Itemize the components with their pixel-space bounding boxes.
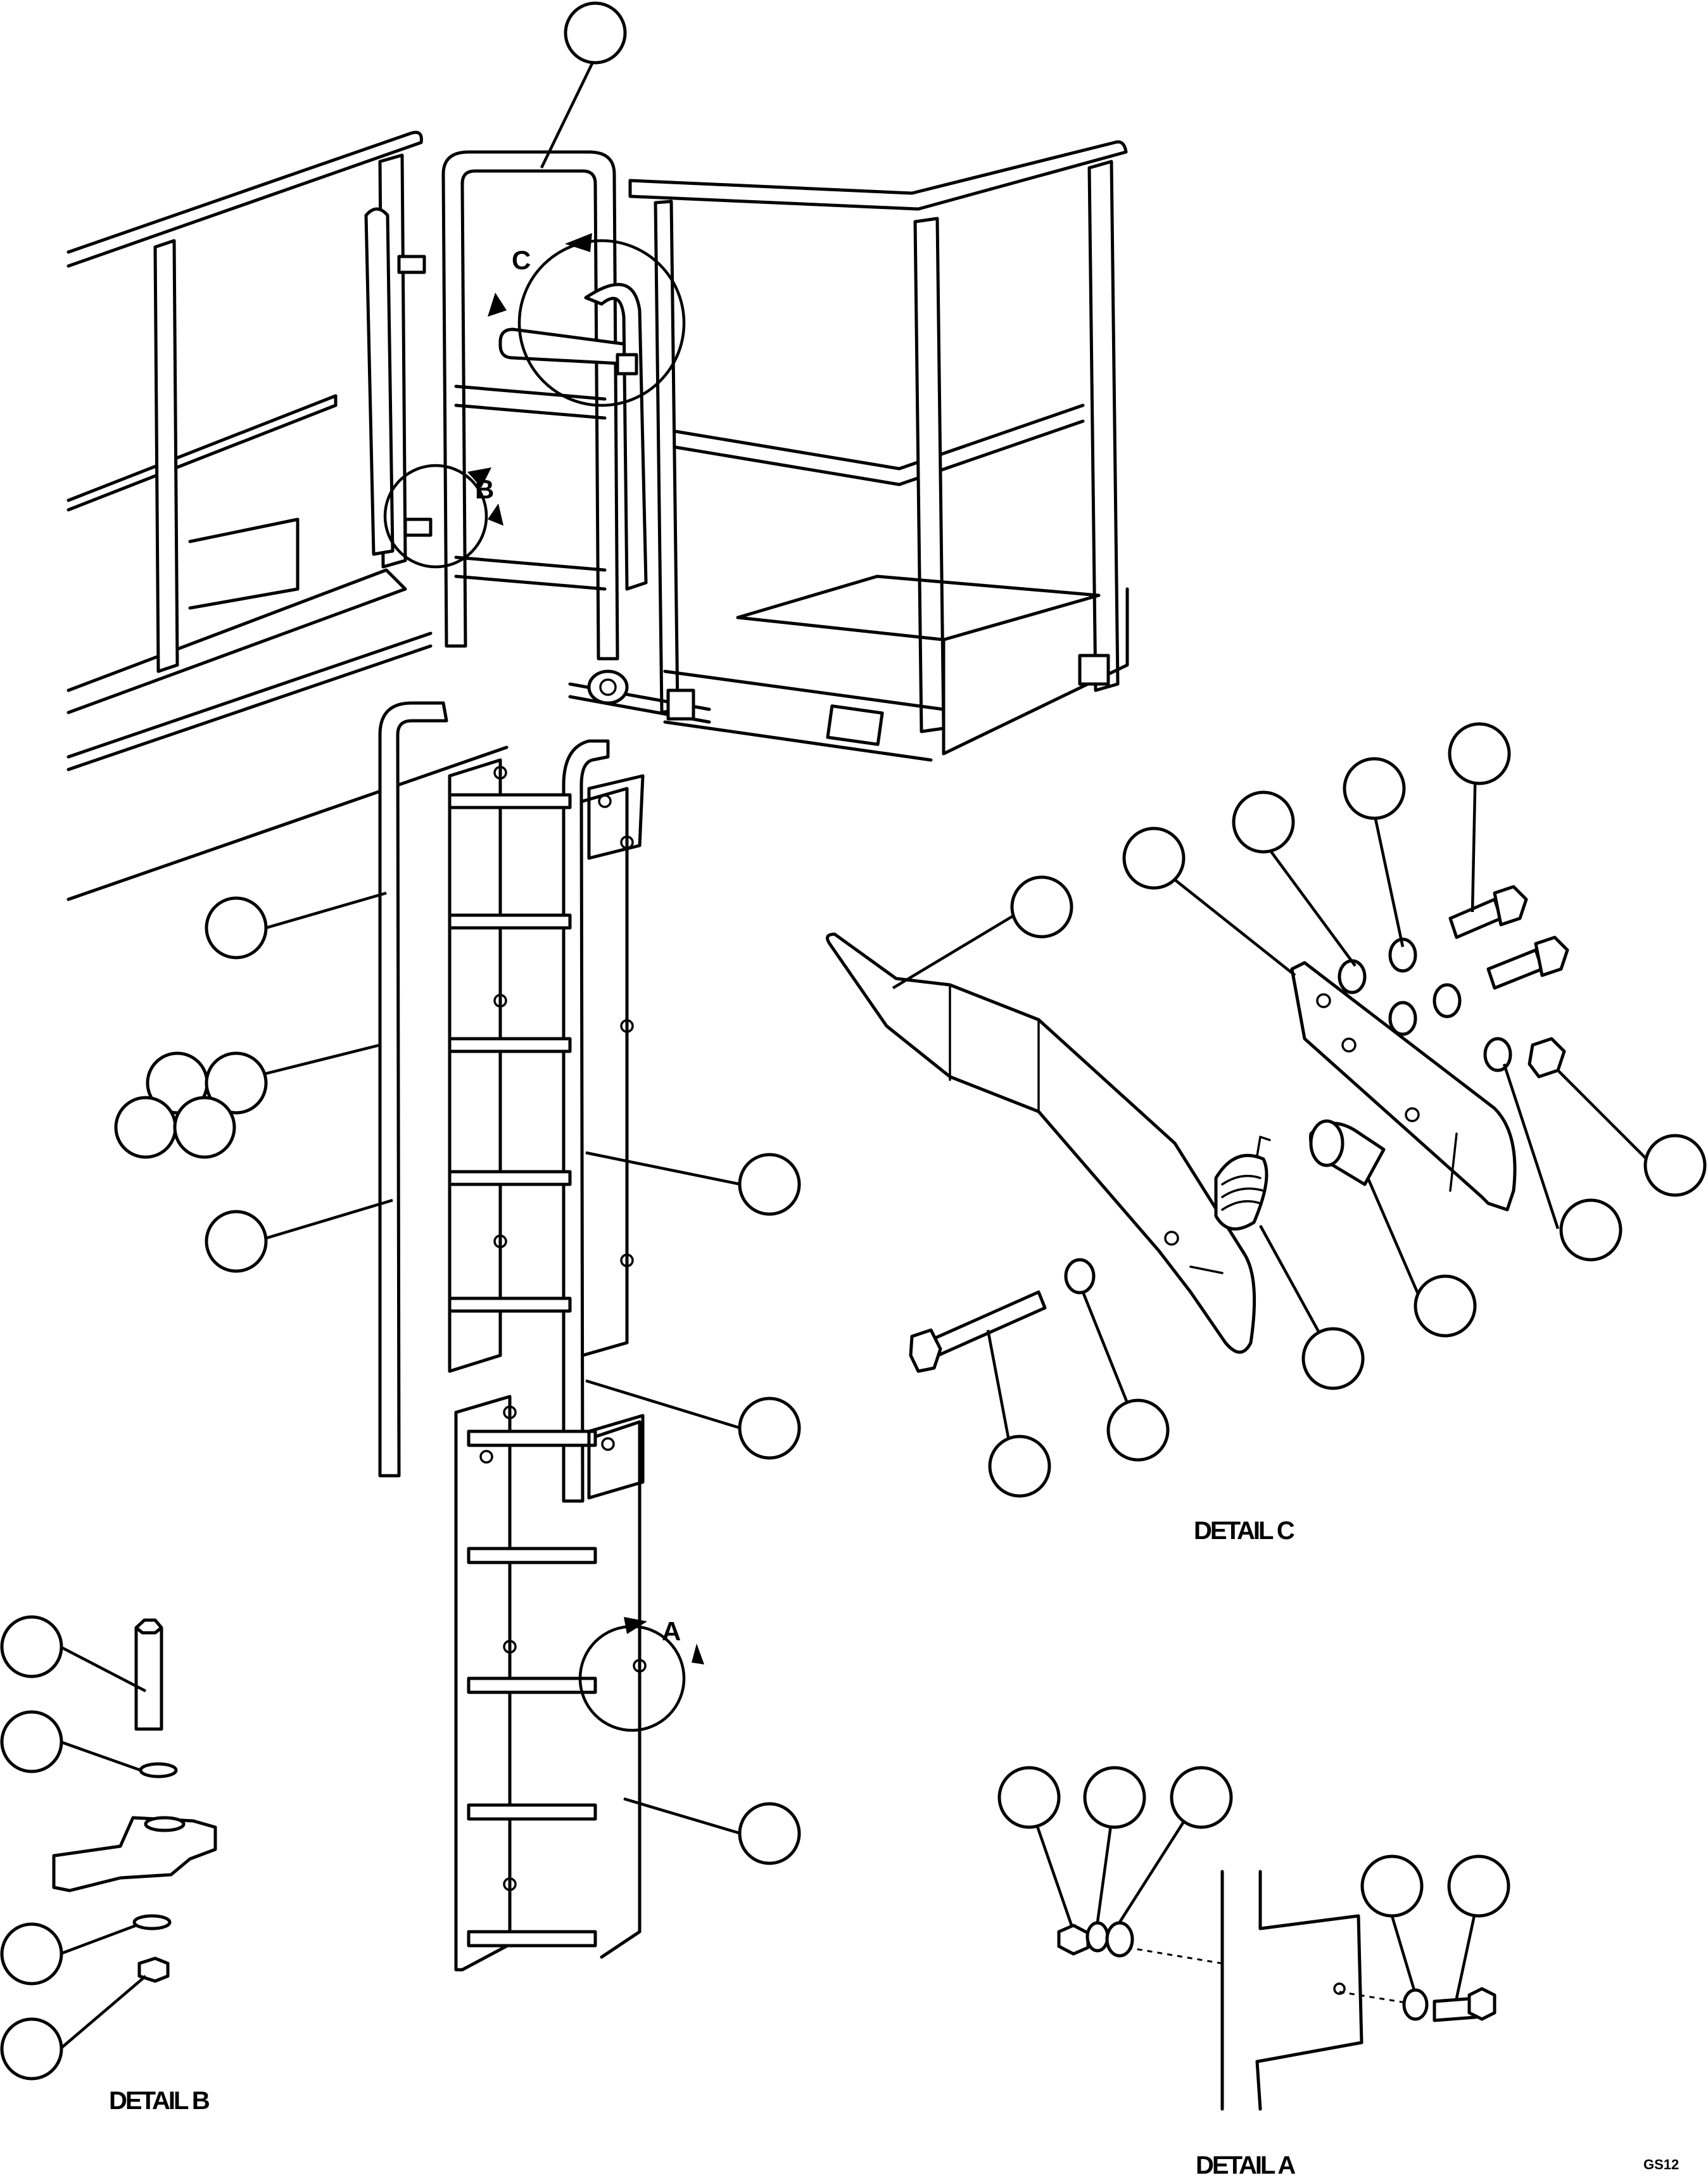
view-arrow-c: C [488, 233, 686, 407]
callout-bubble [1106, 1398, 1170, 1462]
callout-bubble [1643, 1134, 1707, 1197]
callout-bubble [114, 1096, 177, 1159]
callout-bubble [738, 1802, 801, 1865]
view-label-c: C [512, 245, 531, 275]
gate [441, 150, 648, 661]
callout-bubble [738, 1397, 801, 1460]
callout-bubble [997, 1766, 1061, 1829]
callout-bubble [1447, 1854, 1510, 1918]
upper-ladder [378, 701, 645, 1503]
platform-right-guardrail [628, 140, 1129, 762]
callout-bubble [1414, 1274, 1477, 1338]
callout-bubble [1559, 1198, 1623, 1262]
callout-bubble [205, 1210, 268, 1273]
callout-bubble [0, 1922, 63, 1986]
detail-a: DETAIL A [997, 1766, 1510, 2179]
callout-bubble [0, 1615, 63, 1678]
detail-b-label: DETAIL B [109, 2087, 210, 2115]
callout-bubble [1170, 1766, 1233, 1829]
callout-bubble [1122, 827, 1186, 890]
hinge-bracket [397, 255, 711, 724]
detail-c-label: DETAIL C [1194, 1517, 1294, 1545]
lower-ladder [454, 1395, 647, 1972]
view-label-a: A [662, 1616, 681, 1646]
callout-bubble [1343, 757, 1406, 820]
detail-b: DETAIL B [0, 1615, 217, 2115]
callout-bubble [173, 1096, 236, 1159]
callout-bubble [1232, 790, 1295, 854]
view-label-b: B [475, 474, 494, 504]
platform-left-guardrail [66, 130, 509, 901]
callout-bubble [738, 1153, 801, 1216]
callout-bubble [1010, 875, 1073, 939]
callout-bubble [0, 1710, 63, 1773]
callout-bubble [205, 1051, 268, 1115]
detail-a-label: DETAIL A [1196, 2151, 1295, 2179]
callout-bubble [1083, 1766, 1146, 1829]
detail-c: DETAIL C [825, 722, 1707, 1545]
callout-bubble [205, 896, 268, 960]
drawing-code: GS12 [1643, 2157, 1679, 2172]
callouts-main [114, 1, 801, 1865]
callout-bubble [1448, 722, 1511, 785]
view-arrow-b: B [383, 464, 503, 569]
callout-bubble [988, 1435, 1051, 1498]
callout-bubble [1360, 1854, 1424, 1918]
view-arrow-a: A [578, 1616, 704, 1732]
callout-bubble [0, 2017, 63, 2081]
callout-bubble [1301, 1327, 1365, 1390]
callout-bubble [564, 1, 627, 65]
